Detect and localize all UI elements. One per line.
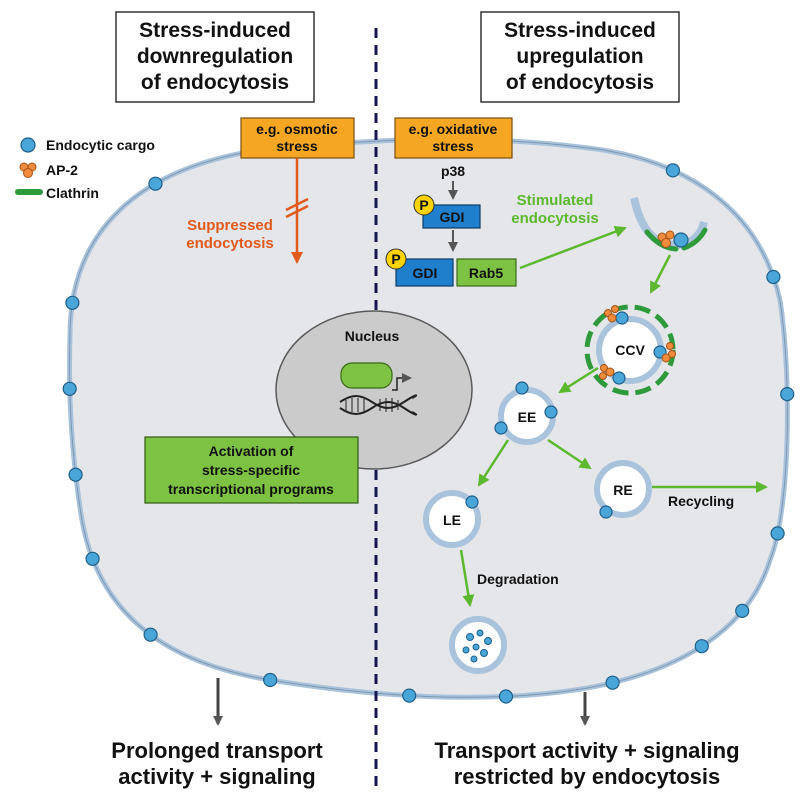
ccv-to-ee-arrow xyxy=(558,366,599,394)
oxidative-stress-box: e.g. oxidative stress xyxy=(394,117,513,159)
membrane-cargo xyxy=(68,467,83,482)
activation-line-3: transcriptional programs xyxy=(168,481,334,497)
legend: Endocytic cargo AP-2 Clathrin xyxy=(15,137,155,201)
dna-helix-icon xyxy=(339,394,418,416)
ccv-label: CCV xyxy=(615,342,645,358)
recycling-endosome: RE xyxy=(594,460,652,519)
activation-line-1: Activation of xyxy=(209,443,294,459)
gdi-label-2: GDI xyxy=(413,265,438,281)
right-title-line-1: Stress-induced xyxy=(504,19,656,42)
osmotic-stress-line-2: stress xyxy=(276,138,317,154)
membrane-cargo xyxy=(143,627,158,642)
right-title-line-3: of endocytosis xyxy=(506,71,654,94)
late-endosome: LE xyxy=(423,490,481,548)
pit-to-ccv-arrow xyxy=(649,254,672,294)
membrane-cargo xyxy=(605,675,620,690)
phospho-label-1: P xyxy=(419,197,428,213)
left-title-line-1: Stress-induced xyxy=(139,19,291,42)
legend-cargo-icon xyxy=(20,137,36,153)
left-title-line-2: downregulation xyxy=(137,45,293,68)
transcription-factor xyxy=(340,362,393,389)
left-conclusion-line-1: Prolonged transport xyxy=(111,738,323,763)
nucleus-label: Nucleus xyxy=(345,328,400,344)
osmotic-stress-box: e.g. osmotic stress xyxy=(240,117,355,159)
nucleus: Nucleus xyxy=(275,310,473,470)
stimulated-arrow xyxy=(519,225,627,270)
membrane-cargo xyxy=(780,387,795,402)
left-conclusion-line-2: activity + signaling xyxy=(118,764,315,789)
phospho-gdi-rab5-complex: GDI P Rab5 xyxy=(385,248,517,287)
legend-cargo-label: Endocytic cargo xyxy=(46,137,155,153)
left-title-line-3: of endocytosis xyxy=(141,71,289,94)
stimulated-line-2: endocytosis xyxy=(511,210,599,227)
membrane-cargo xyxy=(148,176,163,191)
suppressed-line-1: Suppressed xyxy=(187,217,273,234)
gdi-label-1: GDI xyxy=(440,209,465,225)
rab5-label: Rab5 xyxy=(469,265,503,281)
suppressed-line-2: endocytosis xyxy=(186,235,274,252)
membrane-cargo xyxy=(85,551,100,566)
p38-label: p38 xyxy=(441,163,465,179)
recycling-label: Recycling xyxy=(668,493,734,509)
ee-label: EE xyxy=(518,409,537,425)
clathrin-coated-pit xyxy=(630,197,708,252)
right-title-box: Stress-induced upregulation of endocytos… xyxy=(480,11,680,103)
lysosome xyxy=(449,616,507,674)
membrane-cargo xyxy=(770,526,785,541)
legend-ap2-icon xyxy=(19,162,37,178)
left-title-box: Stress-induced downregulation of endocyt… xyxy=(115,11,315,103)
activation-box: Activation of stress-specific transcript… xyxy=(144,436,359,504)
membrane-cargo xyxy=(665,163,681,178)
re-label: RE xyxy=(613,482,632,498)
membrane-cargo xyxy=(65,295,80,310)
ee-to-re-arrow xyxy=(547,438,592,470)
transcription-start-arrow xyxy=(392,373,412,391)
membrane-cargo xyxy=(735,603,750,619)
ee-to-le-arrow xyxy=(477,439,510,487)
clathrin-coated-vesicle: CCV xyxy=(584,304,676,396)
phospho-gdi: GDI P xyxy=(413,194,481,229)
membrane-cargo xyxy=(62,381,77,396)
oxidative-stress-line-2: stress xyxy=(432,138,473,154)
osmotic-stress-line-1: e.g. osmotic xyxy=(256,121,338,137)
activation-line-2: stress-specific xyxy=(202,462,300,478)
suppressed-arrow xyxy=(285,158,309,264)
membrane-cargo xyxy=(498,689,514,704)
right-title-line-2: upregulation xyxy=(516,45,643,68)
right-conclusion-line-1: Transport activity + signaling xyxy=(434,738,739,763)
membrane-cargo xyxy=(402,688,417,703)
oxidative-stress-line-1: e.g. oxidative xyxy=(409,121,498,137)
legend-ap2-label: AP-2 xyxy=(46,162,78,178)
phospho-label-2: P xyxy=(391,251,400,267)
membrane-cargo xyxy=(263,672,278,688)
le-label: LE xyxy=(443,512,461,528)
stimulated-line-1: Stimulated xyxy=(517,192,594,209)
le-to-lysosome-arrow xyxy=(459,549,475,607)
right-conclusion-line-2: restricted by endocytosis xyxy=(454,764,721,789)
membrane-cargo xyxy=(694,639,709,654)
membrane-cargo xyxy=(766,269,781,285)
degradation-label: Degradation xyxy=(477,571,559,587)
early-endosome: EE xyxy=(494,381,558,445)
legend-clathrin-label: Clathrin xyxy=(46,185,99,201)
